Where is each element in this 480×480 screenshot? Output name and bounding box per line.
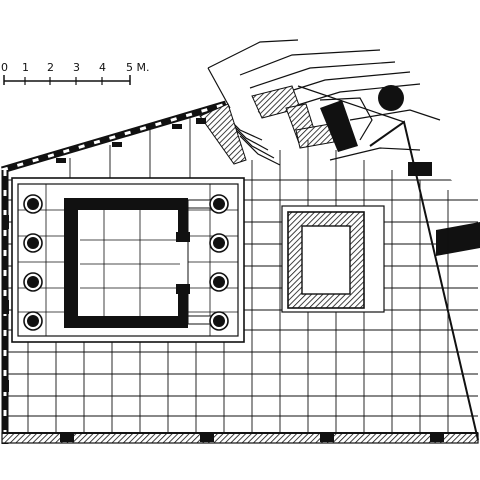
scale-tick-1: 1: [22, 61, 29, 74]
scale-tick-0: 0: [1, 61, 8, 74]
scale-tick-3: 3: [73, 61, 80, 74]
cella: [64, 198, 219, 328]
site-boundary-wall: [1, 85, 479, 444]
cella-south-wall: [64, 316, 188, 328]
upper-hatched-walls: [251, 85, 335, 149]
cella-west-wall: [64, 198, 78, 328]
scale-end-label: 5 M.: [126, 61, 149, 74]
altar: [281, 205, 385, 313]
cella-north-wall: [64, 198, 188, 210]
scale-tick-2: 2: [47, 61, 54, 74]
columns: [23, 194, 229, 331]
round-base: [378, 85, 404, 111]
upper-stair-structures: [207, 39, 441, 166]
scale-tick-4: 4: [99, 61, 106, 74]
scale-bar: 0 1 2 3 4 5 M.: [1, 61, 149, 85]
